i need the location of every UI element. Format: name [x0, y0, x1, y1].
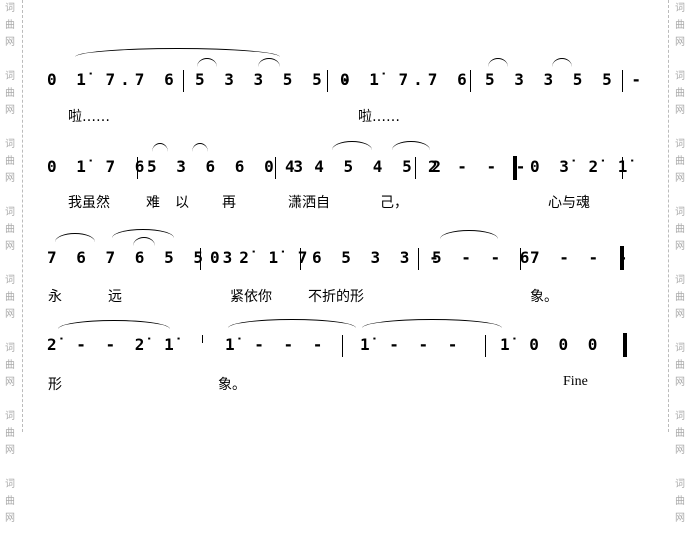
lyric: 紧依你 [230, 289, 272, 305]
lyric: 形 [48, 377, 62, 393]
slur [192, 143, 208, 152]
measure: 7 6 7 6 5 5 3 [47, 248, 238, 267]
measure: 0 1̇ 7 6 [47, 157, 150, 176]
bar-line [622, 70, 623, 92]
slur [197, 58, 217, 67]
lyric: 象。 [530, 289, 558, 305]
measure: 0 1̇ 7.7 6 [340, 70, 472, 89]
measure: 2̇ - - 2̇ 1̇ [47, 335, 179, 354]
slur [440, 230, 498, 239]
measure: 0 3̇ 2̇ 1̇ [530, 157, 633, 176]
measure: 5 3 3 5 5 - [195, 70, 356, 89]
slur [362, 319, 502, 328]
lyric: 啦…… [68, 109, 110, 125]
bar-line [202, 335, 203, 343]
slur [392, 141, 430, 150]
slur [112, 229, 174, 238]
measure: 5 - - 6 [432, 248, 535, 267]
measure: 0 2̇ 1̇ 7 [210, 248, 313, 267]
bar-line [137, 157, 138, 179]
slur [228, 319, 356, 328]
slur [258, 58, 280, 67]
bar-line [327, 70, 328, 92]
slur [58, 320, 170, 329]
lyric: 以 [175, 195, 189, 211]
slur [552, 58, 572, 67]
slur [488, 58, 508, 67]
measure: 5 3 3 5 5 - [485, 70, 646, 89]
lyric: 永 [48, 289, 62, 305]
bar-line [622, 157, 623, 179]
lyric: 己， [380, 195, 408, 211]
slur [152, 143, 168, 152]
bar-line [418, 248, 419, 270]
measure: 6 5 3 3 - [312, 248, 444, 267]
final-bar-line [623, 333, 627, 357]
measure: 7 - - - [530, 248, 633, 267]
measure: 4 4 5 4 5 2 [285, 157, 446, 176]
repeat-bar-line [513, 156, 517, 180]
lyric: 远 [108, 289, 122, 305]
measure: 1̇ 0 0 0 [500, 335, 603, 354]
slur [75, 48, 280, 57]
slur [55, 233, 95, 242]
bar-line [520, 248, 521, 270]
margin-line-left [22, 0, 23, 432]
bar-line [342, 335, 343, 357]
slur [332, 141, 372, 150]
watermark-left: 词 曲 网 词 曲 网 词 曲 网 词 曲 网 词 曲 网 词 曲 网 词 曲 … [5, 3, 15, 524]
lyric: 不折的形 [308, 289, 364, 305]
measure: 5 3 6 6 0 3 [147, 157, 308, 176]
bar-line [183, 70, 184, 92]
bar-line [200, 248, 201, 270]
measure: 1̇ - - - [360, 335, 463, 354]
slur [133, 237, 155, 246]
double-bar-line [620, 246, 624, 270]
measure: 2 - - - [428, 157, 531, 176]
bar-line [470, 70, 471, 92]
margin-line-right [668, 0, 669, 432]
lyric: 我虽然 [68, 195, 110, 211]
fine-marking: Fine [563, 374, 588, 389]
watermark-right: 词 曲 网 词 曲 网 词 曲 网 词 曲 网 词 曲 网 词 曲 网 词 曲 … [675, 3, 685, 524]
lyric: 啦…… [358, 109, 400, 125]
lyric: 潇洒自 [288, 195, 330, 211]
lyric: 象。 [218, 377, 246, 393]
bar-line [485, 335, 486, 357]
lyric: 难 [146, 195, 160, 211]
lyric: 再 [222, 195, 236, 211]
bar-line [415, 157, 416, 179]
lyric: 心与魂 [548, 195, 590, 211]
measure: 0 1̇ 7.7 6 [47, 70, 179, 89]
bar-line [275, 157, 276, 179]
bar-line [300, 248, 301, 270]
measure: 1̇ - - - [225, 335, 328, 354]
